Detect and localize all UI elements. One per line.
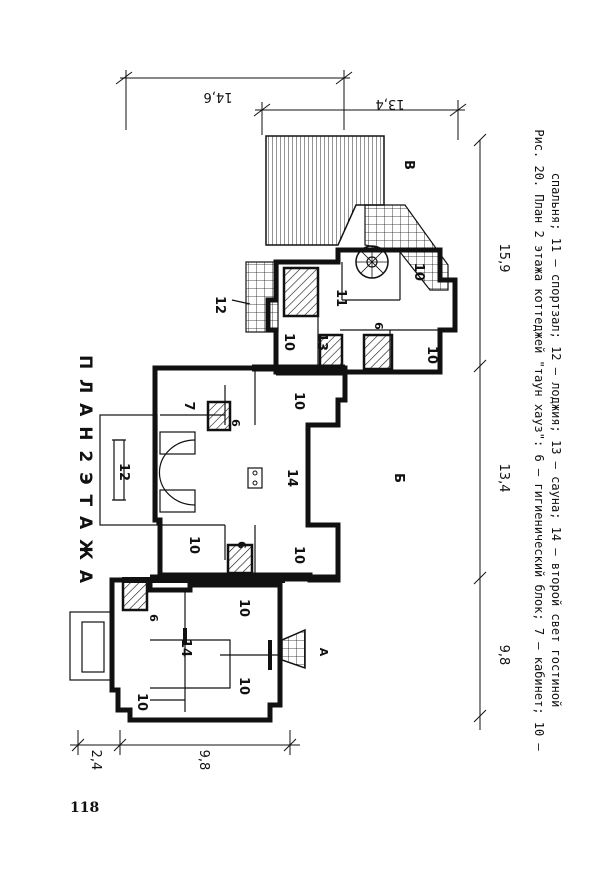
room-13-v: 13 [314,333,329,351]
room-10-b3: 10 [291,546,306,564]
figure-caption-line2: спальня; 11 – спортзал; 12 – лоджия; 13 … [549,173,563,708]
room-10-v2: 10 [281,333,296,351]
cottage-block-b: 12 7 10 6 14 10 6 10 Б [99,364,406,583]
room-10-v3: 10 [424,346,439,364]
room-10-a2: 10 [236,677,251,695]
dim-top-inner: 13,4 [376,96,405,111]
room-7-b: 7 [181,401,196,410]
section-label-b: Б [391,473,406,483]
dimension-right: 15,9 13,4 9,8 [473,133,511,730]
dimension-top: 14,6 13,4 [115,70,467,140]
room-10-a1: 10 [236,599,251,617]
dimension-left: 2,4 9,8 [70,730,300,770]
dim-left-inner: 9,8 [196,750,211,771]
room-6-b1: 6 [229,419,242,427]
cottage-block-a: А 10 10 14 6 10 [69,577,330,723]
room-6-a: 6 [147,614,160,622]
room-10-v1: 10 [411,263,426,281]
figure-caption-line1: Рис. 20. План 2 этажа коттеджей "таун ха… [532,129,546,751]
dim-left-outer: 2,4 [88,750,103,771]
room-10-a3: 10 [134,693,149,711]
room-12-b: 12 [116,463,131,481]
dim-top-outer: 14,6 [204,89,233,104]
dim-bottom-c: 15,9 [496,244,511,273]
room-6-b2: 6 [235,541,248,549]
dim-bottom-a: 9,8 [496,645,511,666]
room-10-b1: 10 [291,392,306,410]
room-6-v: 6 [372,322,385,330]
room-11-v: 11 [333,289,348,307]
room-10-b2: 10 [186,536,201,554]
page-number: 118 [70,800,100,816]
dim-bottom-b: 13,4 [496,464,511,493]
room-14-b: 14 [284,469,299,487]
section-label-v: В [401,160,416,170]
room-14-a: 14 [178,639,193,657]
room-12-v: 12 [212,296,227,314]
cottage-block-v: В 10 11 12 10 13 6 10 [212,135,458,376]
plan-title: П Л А Н 2 Э Т А Ж А [75,355,95,585]
section-label-a: А [317,648,330,657]
